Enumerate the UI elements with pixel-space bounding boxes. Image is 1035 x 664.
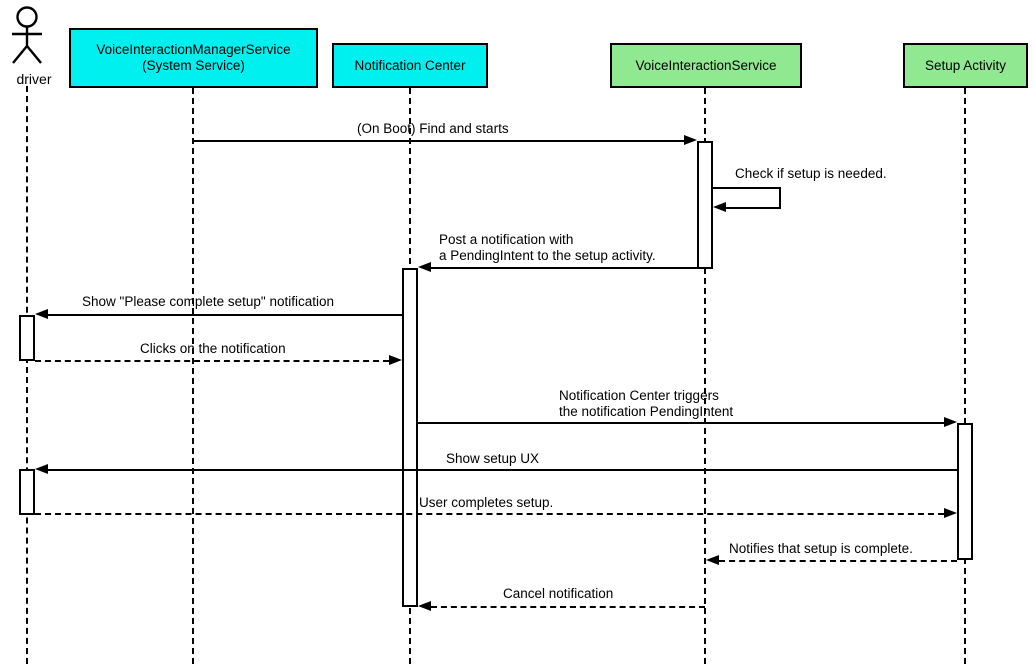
lifeline-vims bbox=[192, 88, 194, 664]
message-2-line-bottom bbox=[726, 207, 781, 209]
message-7-line bbox=[48, 469, 957, 471]
message-5-line bbox=[35, 360, 389, 362]
message-10-line bbox=[431, 606, 705, 608]
message-10-arrowhead bbox=[418, 601, 431, 611]
message-4-line bbox=[48, 314, 402, 316]
participant-box-voiceinteractionservice: VoiceInteractionService bbox=[610, 43, 802, 88]
message-3-line bbox=[431, 267, 697, 269]
message-5-arrowhead bbox=[389, 355, 402, 365]
message-8-label: User completes setup. bbox=[419, 495, 554, 510]
message-2-line-vertical bbox=[779, 187, 781, 209]
message-6-label: Notification Center triggers the notific… bbox=[559, 388, 734, 419]
message-1-label: (On Boot) Find and starts bbox=[357, 121, 509, 136]
message-7-arrowhead bbox=[35, 464, 48, 474]
message-10-label: Cancel notification bbox=[503, 586, 614, 601]
message-4-arrowhead bbox=[35, 309, 48, 319]
person-icon bbox=[12, 6, 42, 64]
participant-box-voiceinteractionmanagerservice: VoiceInteractionManagerService (System S… bbox=[69, 28, 318, 88]
lifeline-setup-activity bbox=[964, 88, 966, 664]
lifeline-driver bbox=[26, 86, 28, 664]
message-6-line bbox=[418, 422, 944, 424]
participant-box-notification-center: Notification Center bbox=[332, 43, 488, 88]
message-3-label: Post a notification with a PendingIntent… bbox=[439, 232, 656, 263]
message-4-label: Show "Please complete setup" notificatio… bbox=[82, 294, 334, 309]
activation-driver-1 bbox=[19, 315, 35, 361]
participant-box-setup-activity: Setup Activity bbox=[903, 43, 1028, 88]
message-5-label: Clicks on the notification bbox=[140, 341, 286, 356]
message-7-label: Show setup UX bbox=[446, 451, 540, 466]
message-9-line bbox=[719, 560, 957, 562]
activation-notification-center bbox=[402, 268, 418, 607]
actor-driver-label: driver bbox=[16, 71, 52, 87]
message-1-arrowhead bbox=[684, 135, 697, 145]
message-8-arrowhead bbox=[944, 508, 957, 518]
message-9-label: Notifies that setup is complete. bbox=[729, 541, 913, 556]
message-2-label: Check if setup is needed. bbox=[735, 166, 887, 181]
message-9-arrowhead bbox=[706, 555, 719, 565]
message-6-arrowhead bbox=[944, 417, 957, 427]
message-2-arrowhead bbox=[713, 202, 726, 212]
actor-driver: driver bbox=[7, 5, 52, 87]
message-1-line bbox=[193, 140, 684, 142]
activation-driver-2 bbox=[19, 469, 35, 515]
message-3-arrowhead bbox=[418, 262, 431, 272]
lifeline-vis bbox=[704, 88, 706, 664]
message-2-line-top bbox=[713, 187, 781, 189]
activation-setup-activity bbox=[957, 423, 973, 560]
message-8-line bbox=[35, 513, 944, 515]
activation-vis bbox=[697, 141, 713, 269]
